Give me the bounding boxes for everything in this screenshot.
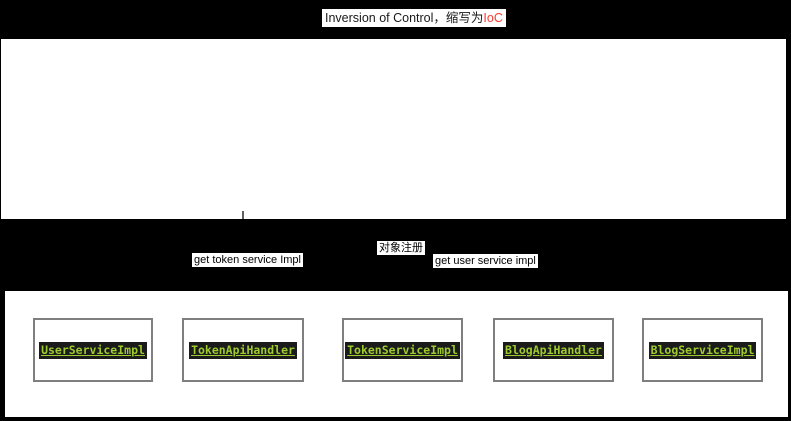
- title-accent-ioc: IoC: [483, 11, 503, 25]
- node-token-service-impl-label[interactable]: TokenServiceImpl: [345, 341, 460, 359]
- node-token-api-handler-label[interactable]: TokenApiHandler: [189, 341, 297, 359]
- connector-token-api-tick: [242, 211, 244, 219]
- upper-blank-panel: [1, 39, 786, 219]
- node-token-service-impl[interactable]: TokenServiceImpl: [342, 318, 463, 382]
- node-blog-service-impl[interactable]: BlogServiceImpl: [642, 318, 763, 382]
- node-blog-service-impl-label[interactable]: BlogServiceImpl: [648, 341, 757, 359]
- node-blog-api-handler[interactable]: BlogApiHandler: [493, 318, 614, 382]
- annotation-get-user-service: get user service impl: [433, 254, 538, 268]
- annotation-object-register: 对象注册: [377, 241, 425, 255]
- node-user-service-impl[interactable]: UserServiceImpl: [33, 318, 153, 382]
- node-user-service-impl-label[interactable]: UserServiceImpl: [39, 341, 147, 359]
- node-blog-api-handler-label[interactable]: BlogApiHandler: [503, 341, 604, 359]
- diagram-title: Inversion of Control，缩写为IoC: [322, 9, 506, 27]
- annotation-get-token-service: get token service Impl: [192, 253, 303, 267]
- title-text: Inversion of Control，缩写为: [325, 11, 484, 25]
- node-token-api-handler[interactable]: TokenApiHandler: [182, 318, 304, 382]
